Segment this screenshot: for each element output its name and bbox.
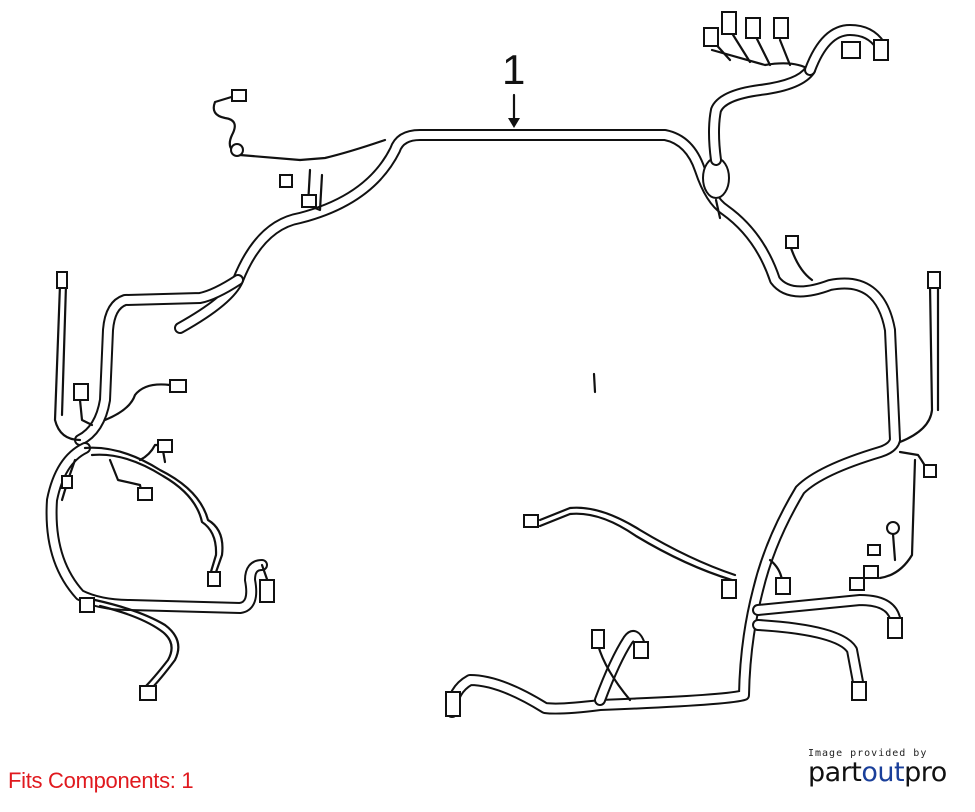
- center-mark: [592, 372, 597, 394]
- harness-left-cluster: [45, 271, 275, 701]
- brand-logo: partoutpro: [808, 757, 958, 788]
- harness-upper-right-branch: [702, 11, 889, 220]
- brand-pro: pro: [904, 757, 947, 788]
- harness-lower-center-branch: [445, 506, 737, 717]
- harness-upper-left-branch: [74, 89, 387, 446]
- image-credit: Image provided by partoutpro: [808, 748, 958, 788]
- brand-out: out: [861, 757, 905, 788]
- callout-number: 1: [502, 46, 525, 93]
- harness-right-branch: [721, 235, 941, 701]
- callout-arrow-icon: [508, 118, 520, 128]
- wiring-harness-diagram: 1: [45, 11, 941, 718]
- brand-part: part: [808, 757, 862, 788]
- fits-components-label: Fits Components: 1: [8, 768, 194, 793]
- credit-caption: Image provided by: [808, 748, 928, 759]
- callout-1: 1: [502, 46, 525, 128]
